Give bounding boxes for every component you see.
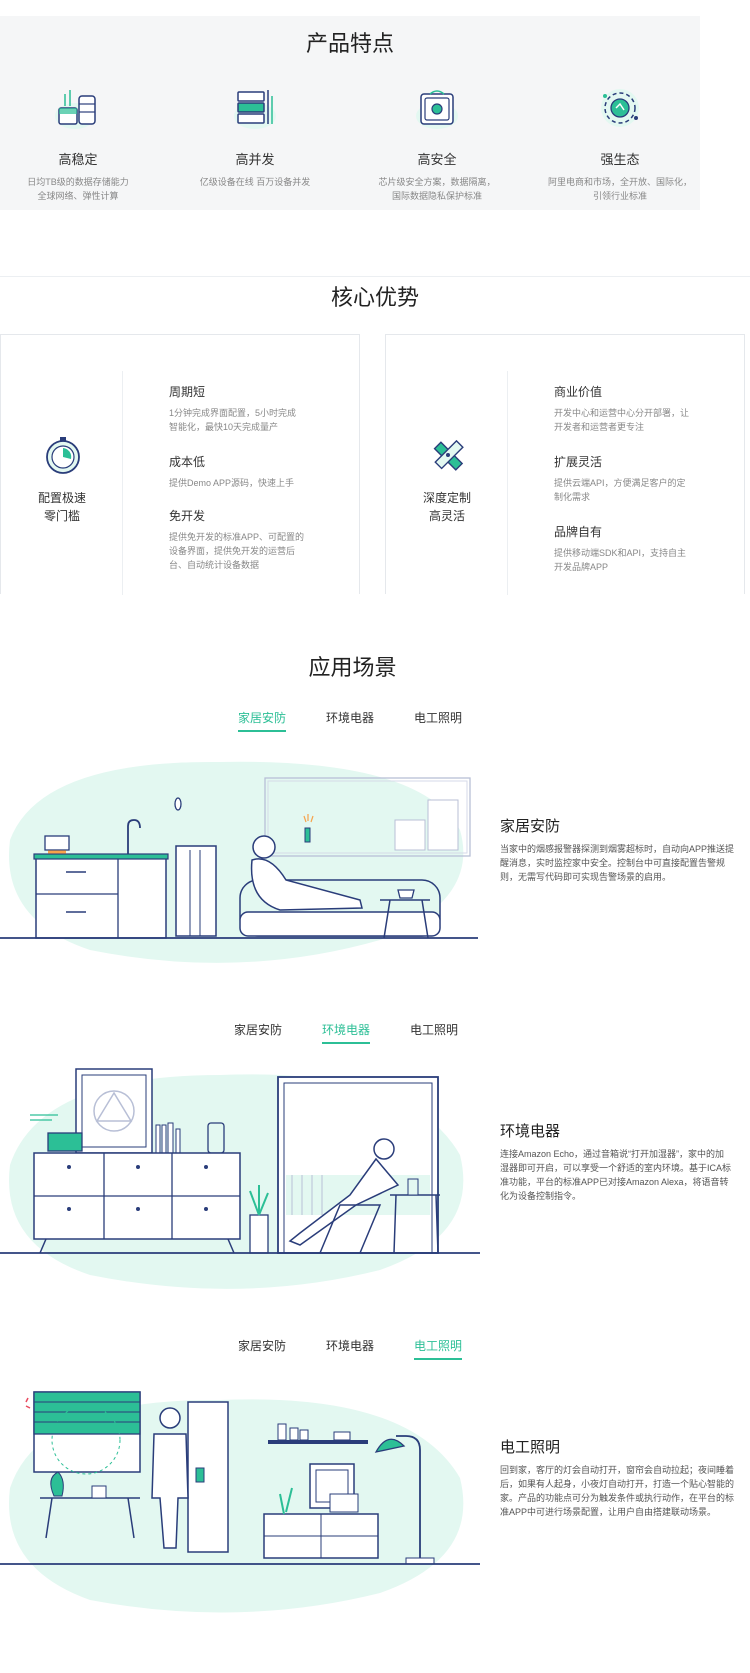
advantage-item: 免开发 提供免开发的标准APP、可配置的 设备界面，提供免开发的运营后 台、自动… (169, 507, 319, 572)
advantage-card-label: 深度定制 高灵活 (386, 489, 508, 525)
scenario-text-line: 准APP中可进行场景配置，让用户自由搭建联动场景。 (500, 1507, 717, 1517)
scenario-text-line: 则，无需写代码即可实现告警场景的启用。 (500, 872, 672, 882)
scenario-text-line: 连接Amazon Echo，通过音箱说“打开加湿器”，家中的加 (500, 1149, 725, 1159)
advantage-item-desc: 台、自动统计设备数据 (169, 560, 260, 570)
scenario-text-line: 家。产品的功能点可分为触发条件或执行动作，在平台的标 (500, 1493, 735, 1503)
features-title: 产品特点 (305, 31, 394, 56)
feature-desc-line: 引领行业标准 (592, 191, 647, 201)
scenario-description: 电工照明 回到家，客厅的灯会自动打开，窗帘会自动拉起；夜间睡着 后，如果有人起身… (500, 1436, 745, 1519)
advantage-card-label-line: 高灵活 (428, 509, 465, 523)
feature-item-stability: 高稳定 日均TB级的数据存储能力 全球网络、弹性计算 (0, 86, 163, 203)
scenario-description: 家居安防 当家中的烟感报警器探测到烟雾超标时，自动向APP推送提 醒消息，实时监… (500, 815, 745, 884)
scenario-tabs: 家居安防 环境电器 电工照明 (238, 709, 462, 732)
scenario-text-line: 湿器即可开启，可以享受一个舒适的室内环境。基于ICA标 (500, 1163, 732, 1173)
server-rack-icon (234, 90, 276, 129)
database-stack-icon (55, 90, 96, 129)
feature-desc-line: 全球网络、弹性计算 (37, 191, 119, 201)
advantage-card-label: 配置极速 零门槛 (1, 489, 123, 525)
scenario-text-line: 准功能，平台的标准APP已对接Amazon Alexa，将语音转 (500, 1177, 729, 1187)
feature-desc-line: 芯片级安全方案，数据隔离， (378, 177, 496, 187)
scenario-tabs: 家居安防 环境电器 电工照明 (234, 1021, 458, 1044)
scenario-description: 环境电器 连接Amazon Echo，通过音箱说“打开加湿器”，家中的加 湿器即… (500, 1120, 745, 1203)
tab-environment-appliance[interactable]: 环境电器 (326, 711, 375, 725)
scenario-paragraph: 连接Amazon Echo，通过音箱说“打开加湿器”，家中的加 湿器即可开启，可… (500, 1147, 745, 1203)
scenario-heading: 环境电器 (500, 1123, 561, 1140)
advantage-item-desc: 开发者和运营者更专注 (554, 422, 645, 432)
ecosystem-globe-icon (601, 89, 639, 127)
feature-desc-line: 阿里电商和市场，全开放、国际化， (547, 177, 692, 187)
scenarios-title: 应用场景 (308, 655, 397, 680)
scenario-tabs: 家居安防 环境电器 电工照明 (238, 1337, 463, 1360)
feature-title: 高稳定 (58, 152, 98, 167)
scenario-text-line: 当家中的烟感报警器探测到烟雾超标时，自动向APP推送提 (500, 844, 735, 854)
advantage-item-desc: 智能化，最快10天完成量产 (169, 422, 279, 432)
advantage-card-fast-config: 配置极速 零门槛 周期短 1分钟完成界面配置，5小时完成 智能化，最快10天完成… (0, 334, 360, 595)
feature-item-security: 高安全 芯片级安全方案，数据隔离， 国际数据隐私保护标准 (352, 86, 522, 203)
tab-electrical-lighting[interactable]: 电工照明 (410, 1023, 459, 1037)
advantage-item-desc: 提供云端API，方便满足客户的定 (554, 478, 686, 488)
advantage-card-label-line: 配置极速 (37, 491, 86, 505)
advantage-item-desc: 制化需求 (554, 492, 591, 502)
feature-item-ecosystem: 强生态 阿里电商和市场，全开放、国际化， 引领行业标准 (535, 86, 705, 203)
feature-desc-line: 亿级设备在线 百万设备并发 (199, 177, 311, 187)
advantage-item-title: 免开发 (169, 509, 206, 523)
scenario-text-line: 化为设备控制指令。 (500, 1191, 582, 1201)
advantage-card-label-line: 零门槛 (43, 509, 80, 523)
advantage-item-title: 商业价值 (554, 385, 603, 399)
tab-electrical-lighting[interactable]: 电工照明 (414, 1337, 463, 1360)
scenario-heading: 家居安防 (500, 818, 561, 835)
stopwatch-icon (46, 437, 80, 474)
advantage-item: 商业价值 开发中心和运营中心分开部署，让 开发者和运营者更专注 (554, 383, 704, 434)
feature-title: 高安全 (417, 152, 457, 167)
feature-item-concurrency: 高并发 亿级设备在线 百万设备并发 (170, 86, 340, 189)
card-divider (122, 371, 123, 595)
scenario-text-line: 后，如果有人起身，小夜灯自动打开，打造一个贴心智能的 (500, 1479, 735, 1489)
advantage-item-desc: 1分钟完成界面配置，5小时完成 (169, 408, 297, 418)
tab-home-security[interactable]: 家居安防 (238, 709, 287, 732)
tab-home-security[interactable]: 家居安防 (234, 1023, 283, 1037)
scenario-text-line: 醒消息，实时监控家中安全。控制台中可直接配置告警规 (500, 858, 726, 868)
advantage-card-label-line: 深度定制 (422, 491, 471, 505)
advantage-card-customization: 深度定制 高灵活 商业价值 开发中心和运营中心分开部署，让 开发者和运营者更专注… (385, 334, 745, 595)
feature-title: 强生态 (600, 152, 640, 167)
tab-electrical-lighting[interactable]: 电工照明 (414, 711, 463, 725)
advantage-item-title: 扩展灵活 (554, 455, 603, 469)
scenario-paragraph: 当家中的烟感报警器探测到烟雾超标时，自动向APP推送提 醒消息，实时监控家中安全… (500, 842, 745, 884)
advantage-item-title: 周期短 (169, 385, 206, 399)
scenario-text-line: 回到家，客厅的灯会自动打开，窗帘会自动拉起；夜间睡着 (500, 1465, 735, 1475)
feature-title: 高并发 (235, 152, 275, 167)
advantage-item-desc: 开发中心和运营中心分开部署，让 (554, 408, 690, 418)
scenario-paragraph: 回到家，客厅的灯会自动打开，窗帘会自动拉起；夜间睡着 后，如果有人起身，小夜灯自… (500, 1463, 745, 1519)
advantage-item-desc: 提供移动端SDK和API，支持自主 (554, 548, 687, 558)
home-security-illustration (0, 761, 478, 963)
scenario-heading: 电工照明 (500, 1439, 561, 1456)
advantage-item-title: 品牌自有 (554, 525, 603, 539)
card-divider (507, 371, 508, 595)
advantage-item-desc: 开发品牌APP (554, 562, 609, 572)
advantage-item: 周期短 1分钟完成界面配置，5小时完成 智能化，最快10天完成量产 (169, 383, 319, 434)
feature-desc-line: 日均TB级的数据存储能力 (27, 177, 129, 187)
advantages-title: 核心优势 (330, 285, 419, 310)
tab-home-security[interactable]: 家居安防 (238, 1339, 287, 1353)
tab-environment-appliance[interactable]: 环境电器 (326, 1339, 375, 1353)
advantage-item-desc: 设备界面，提供免开发的运营后 (169, 546, 296, 556)
advantage-card-header: 配置极速 零门槛 (1, 335, 123, 594)
advantage-card-header: 深度定制 高灵活 (386, 335, 508, 594)
feature-desc-line: 国际数据隐私保护标准 (391, 191, 482, 201)
features-section: 产品特点 高稳定 日均TB级的数据存储能力 全球网络、弹性计算 高并发 亿级设备… (0, 16, 700, 210)
electrical-lighting-illustration (0, 1391, 480, 1613)
safe-box-icon (416, 90, 458, 129)
advantage-item: 品牌自有 提供移动端SDK和API，支持自主 开发品牌APP (554, 523, 704, 574)
ruler-pencil-icon (433, 439, 464, 471)
advantage-item-title: 成本低 (169, 455, 206, 469)
advantage-item: 成本低 提供Demo APP源码，快速上手 (169, 453, 319, 490)
advantage-item: 扩展灵活 提供云端API，方便满足客户的定 制化需求 (554, 453, 704, 504)
section-divider (0, 276, 750, 277)
environment-appliance-illustration (0, 1068, 480, 1289)
advantage-item-desc: 提供Demo APP源码，快速上手 (169, 478, 295, 488)
advantage-item-desc: 提供免开发的标准APP、可配置的 (169, 532, 305, 542)
tab-environment-appliance[interactable]: 环境电器 (322, 1021, 371, 1044)
